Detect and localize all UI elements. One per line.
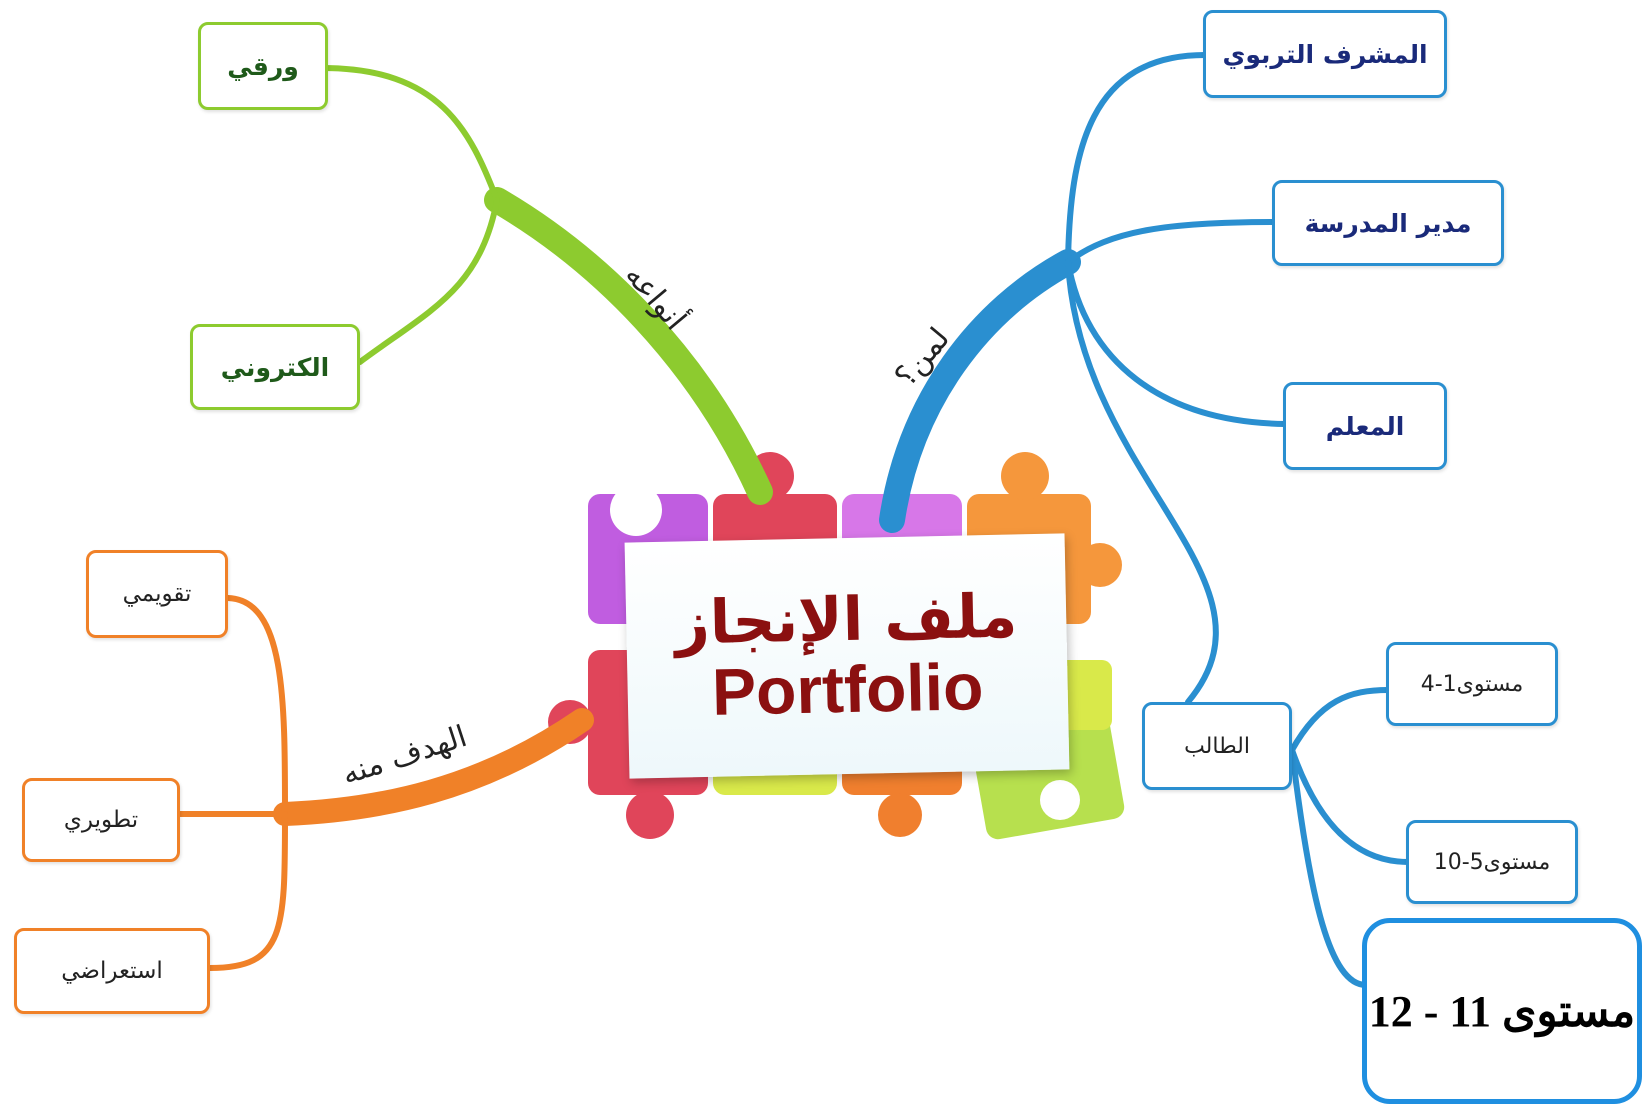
node-level-1-4[interactable]: مستوى1-4 bbox=[1386, 642, 1558, 726]
node-electronic-label: الكتروني bbox=[220, 352, 330, 382]
branch-student-curve-1 bbox=[1289, 687, 1391, 753]
branch-purpose bbox=[177, 595, 594, 971]
puzzle-knob bbox=[878, 793, 922, 837]
node-level-11-12[interactable]: مستوى 11 - 12 bbox=[1362, 918, 1642, 1104]
branch-types-curve-2 bbox=[357, 197, 500, 365]
branch-student-curve-2 bbox=[1289, 747, 1411, 865]
center-title-arabic: ملف الإنجاز bbox=[674, 581, 1018, 659]
node-supervisor[interactable]: المشرف التربوي bbox=[1203, 10, 1447, 98]
node-developmental-label: تطويري bbox=[63, 807, 139, 833]
node-student-label: الطالب bbox=[1184, 733, 1250, 759]
branch-types-trunk bbox=[484, 187, 773, 505]
branch-types-curve-1 bbox=[319, 65, 500, 203]
center-title-english: Portfolio bbox=[711, 648, 985, 729]
node-developmental[interactable]: تطويري bbox=[22, 778, 180, 862]
node-showcase[interactable]: استعراضي bbox=[14, 928, 210, 1014]
node-level-1-4-label: مستوى1-4 bbox=[1420, 671, 1524, 697]
puzzle-knob bbox=[1078, 543, 1122, 587]
branch-purpose-trunk bbox=[273, 708, 594, 826]
node-principal[interactable]: مدير المدرسة bbox=[1272, 180, 1504, 266]
branch-purpose-curve-1 bbox=[225, 595, 288, 817]
node-teacher[interactable]: المعلم bbox=[1283, 382, 1447, 470]
node-level-5-10[interactable]: مستوى5-10 bbox=[1406, 820, 1578, 904]
branch-for-whom-curve-3 bbox=[1065, 259, 1288, 427]
node-evaluative-label: تقويمي bbox=[122, 581, 192, 607]
node-electronic[interactable]: الكتروني bbox=[190, 324, 360, 410]
puzzle-knob bbox=[626, 791, 674, 839]
branch-types bbox=[319, 65, 773, 505]
node-level-5-10-label: مستوى5-10 bbox=[1433, 849, 1551, 875]
puzzle-knob bbox=[610, 484, 662, 536]
branch-student-curve-3 bbox=[1289, 747, 1369, 988]
node-teacher-label: المعلم bbox=[1325, 411, 1405, 441]
center-node[interactable]: ملف الإنجاز Portfolio bbox=[624, 533, 1070, 779]
branch-for-whom-curve-4 bbox=[1065, 259, 1219, 705]
node-paper[interactable]: ورقي bbox=[198, 22, 328, 110]
branch-for-whom-curve-2 bbox=[1065, 219, 1278, 265]
branch-for-whom-trunk bbox=[879, 249, 1081, 533]
node-level-11-12-label: مستوى 11 - 12 bbox=[1368, 986, 1636, 1036]
node-showcase-label: استعراضي bbox=[61, 958, 163, 984]
node-student[interactable]: الطالب bbox=[1142, 702, 1292, 790]
branch-for-whom-curve-1 bbox=[1065, 52, 1208, 265]
node-evaluative[interactable]: تقويمي bbox=[86, 550, 228, 638]
branch-for-whom bbox=[879, 52, 1411, 988]
node-paper-label: ورقي bbox=[227, 51, 299, 81]
node-supervisor-label: المشرف التربوي bbox=[1222, 39, 1428, 69]
puzzle-knob bbox=[1040, 780, 1080, 820]
puzzle-knob bbox=[1001, 452, 1049, 500]
node-principal-label: مدير المدرسة bbox=[1304, 208, 1472, 238]
branch-purpose-curve-3 bbox=[207, 811, 288, 971]
